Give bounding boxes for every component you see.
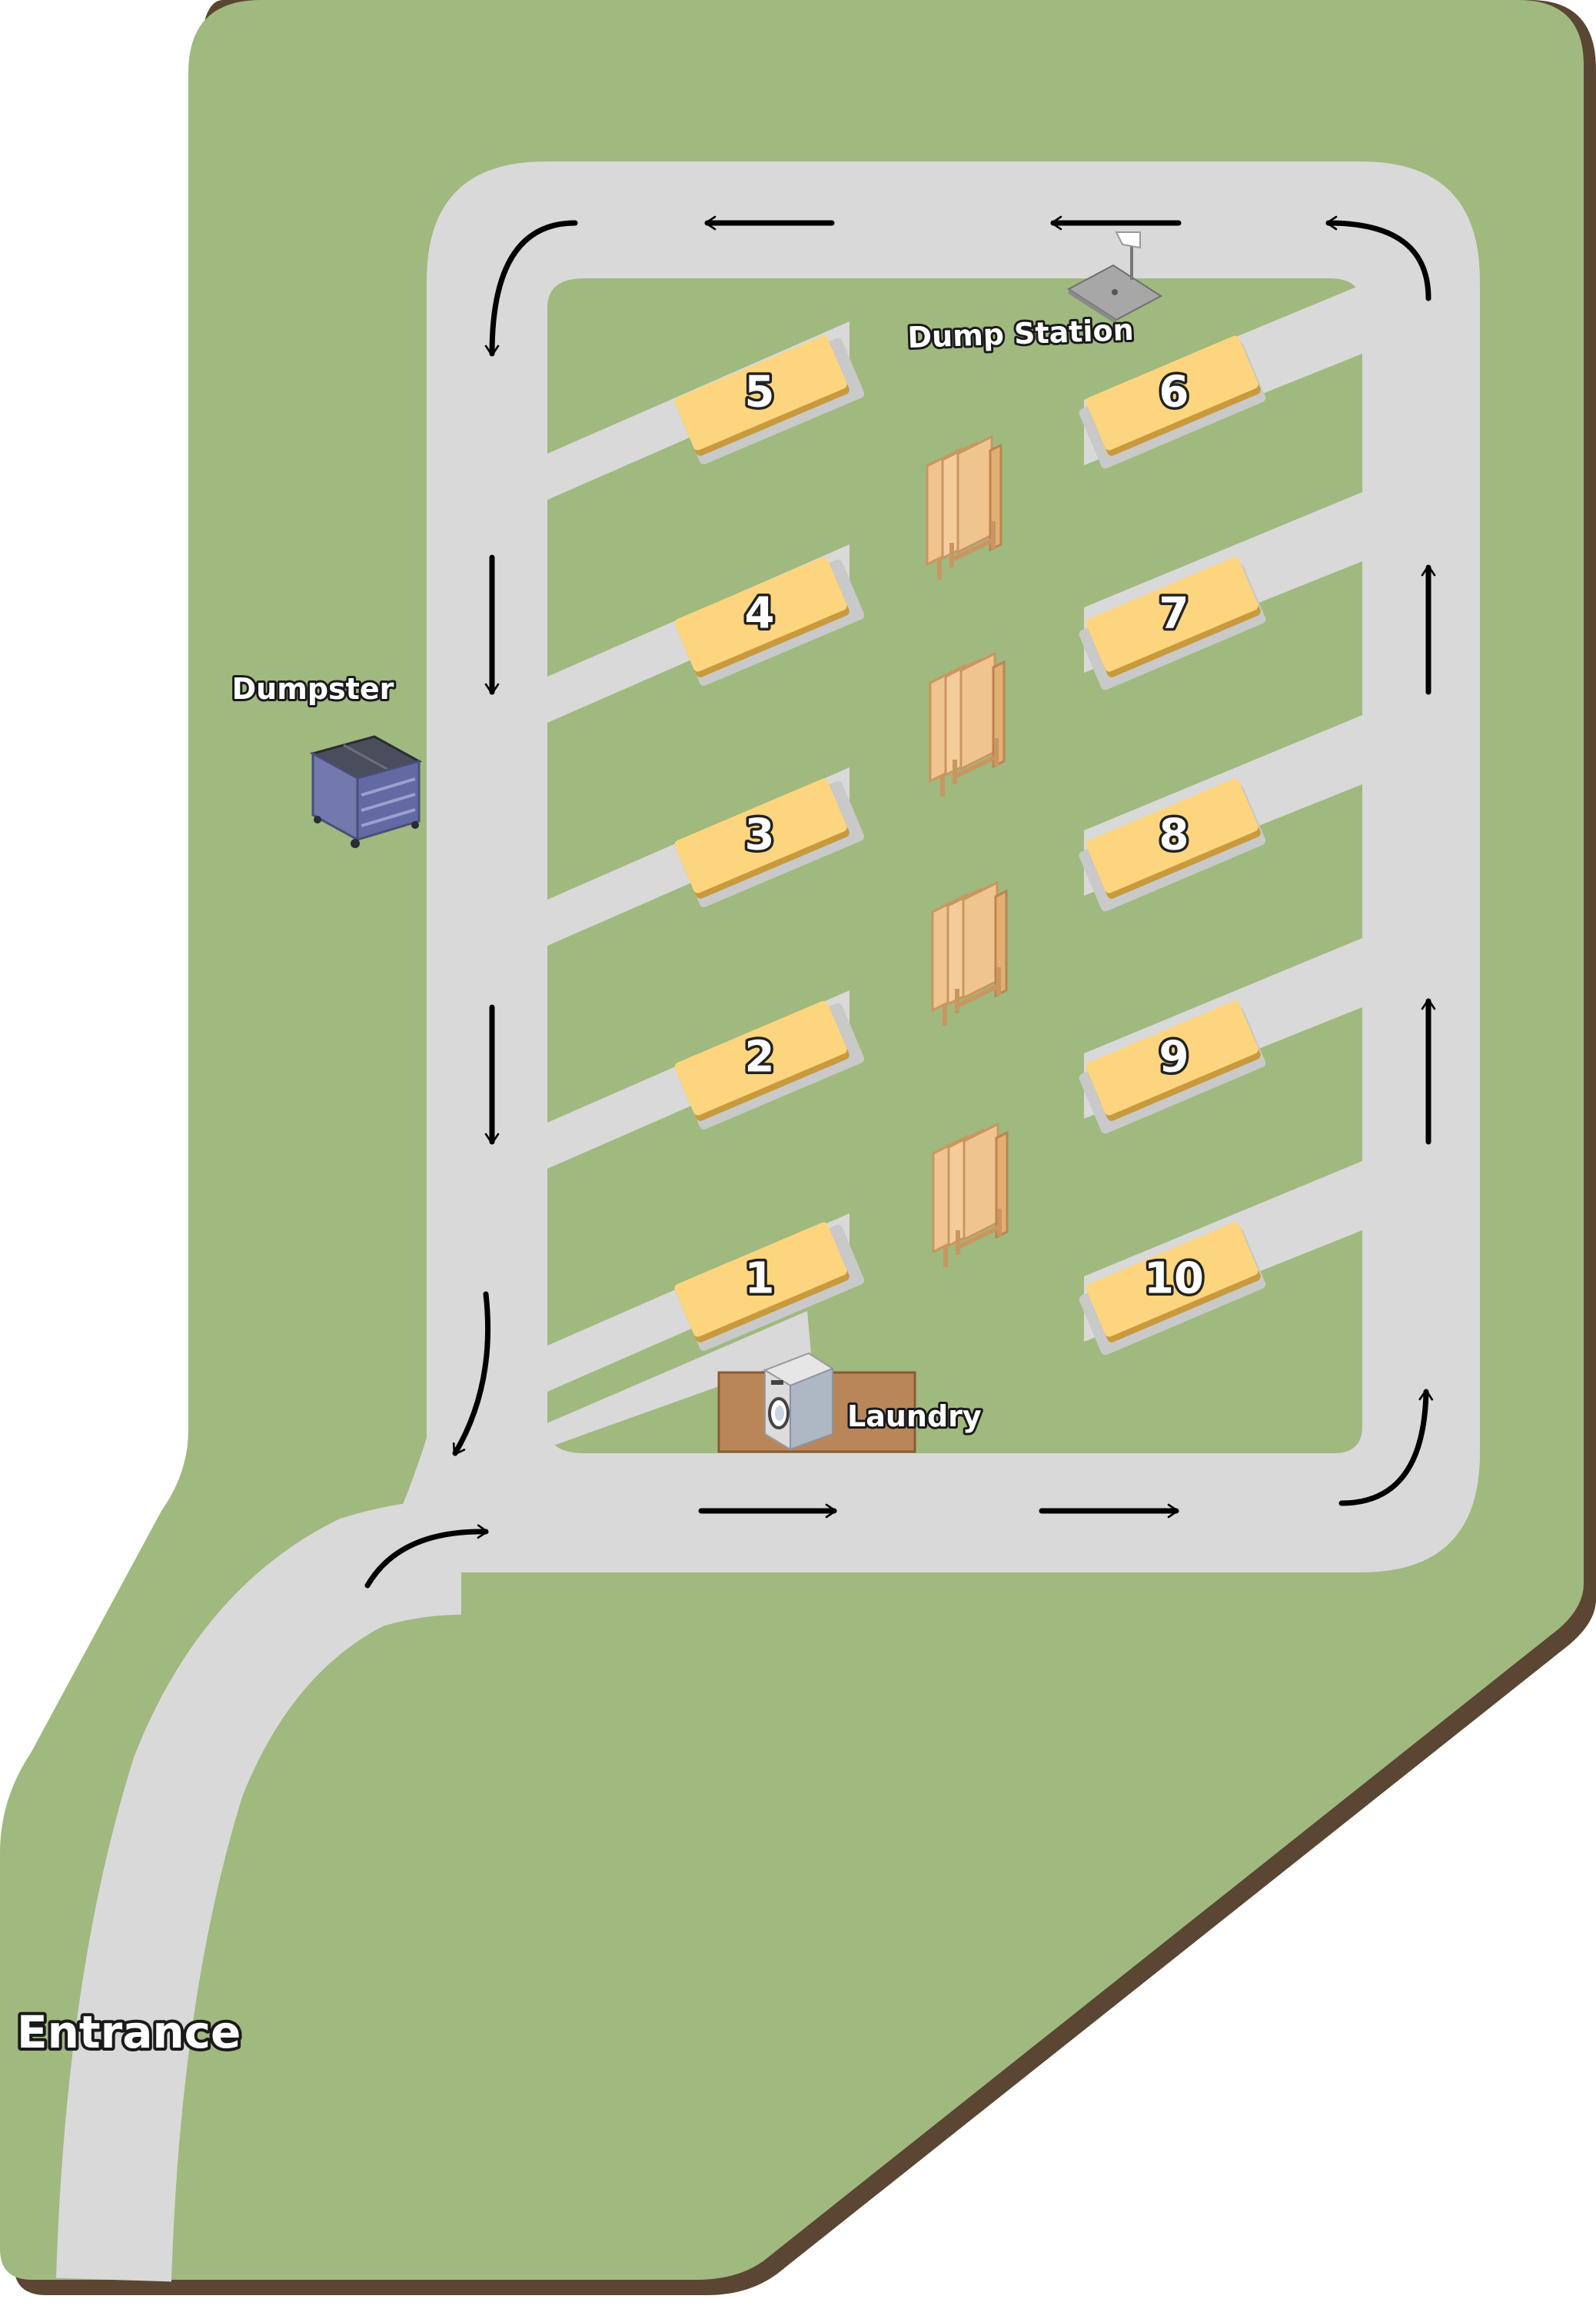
site-pad [674,557,847,672]
road-junction [369,1438,547,1572]
site-4[interactable] [673,551,866,687]
dump-station[interactable]: Dump Station [905,231,1162,357]
arrow-icon [364,1524,489,1589]
washing-machine-icon [763,1352,835,1451]
site-6[interactable] [1075,334,1267,470]
arrow-icon [452,1291,491,1456]
dumpster[interactable]: Dumpster [230,670,422,848]
site-pad [674,1000,847,1116]
site-number-2: 2 [745,1033,775,1083]
site-8[interactable] [1075,777,1267,913]
site-number-1: 1 [745,1254,775,1304]
site-number-7: 7 [1159,589,1189,639]
site-3[interactable] [673,773,866,909]
site-2[interactable] [673,995,866,1131]
site-pads: 1 2 3 4 5 6 7 8 9 10 [673,330,1267,1356]
picnic-table-icon [926,434,1002,580]
dumpster-label: Dumpster [232,672,394,706]
site-10[interactable] [1075,1220,1267,1356]
site-number-8: 8 [1159,810,1189,860]
site-pad [1086,335,1259,451]
site-number-5: 5 [745,368,775,418]
site-pad [1086,557,1259,672]
site-7[interactable] [1075,555,1267,691]
arrow-icon [484,220,578,357]
arrow-icon [1325,215,1431,301]
site-9[interactable] [1075,999,1267,1135]
site-number-4: 4 [745,589,775,639]
picnic-table-icon [929,651,1006,797]
picnic-table-icon [931,880,1008,1026]
site-pad [674,778,847,893]
site-pad [1086,1222,1259,1337]
entrance-label: Entrance [17,2006,241,2058]
site-pad [1086,778,1259,893]
picnic-table-icon [932,1122,1009,1267]
site-5[interactable] [673,330,866,466]
site-pad [1086,1000,1259,1116]
site-number-6: 6 [1159,368,1189,418]
arrow-icon [1338,1389,1434,1506]
site-number-10: 10 [1144,1254,1204,1304]
dump-station-icon [1067,231,1162,324]
site-number-9: 9 [1159,1033,1189,1083]
dumpster-icon [310,735,422,848]
site-1[interactable] [673,1216,866,1352]
picnic-tables [926,434,1009,1267]
traffic-arrows [364,215,1436,1589]
loop-road [427,161,1480,1572]
laundry-label: Laundry [847,1399,982,1433]
site-number-3: 3 [745,810,775,860]
site-pad [674,335,847,451]
laundry[interactable]: Laundry [717,1352,984,1453]
site-pad [674,1222,847,1337]
